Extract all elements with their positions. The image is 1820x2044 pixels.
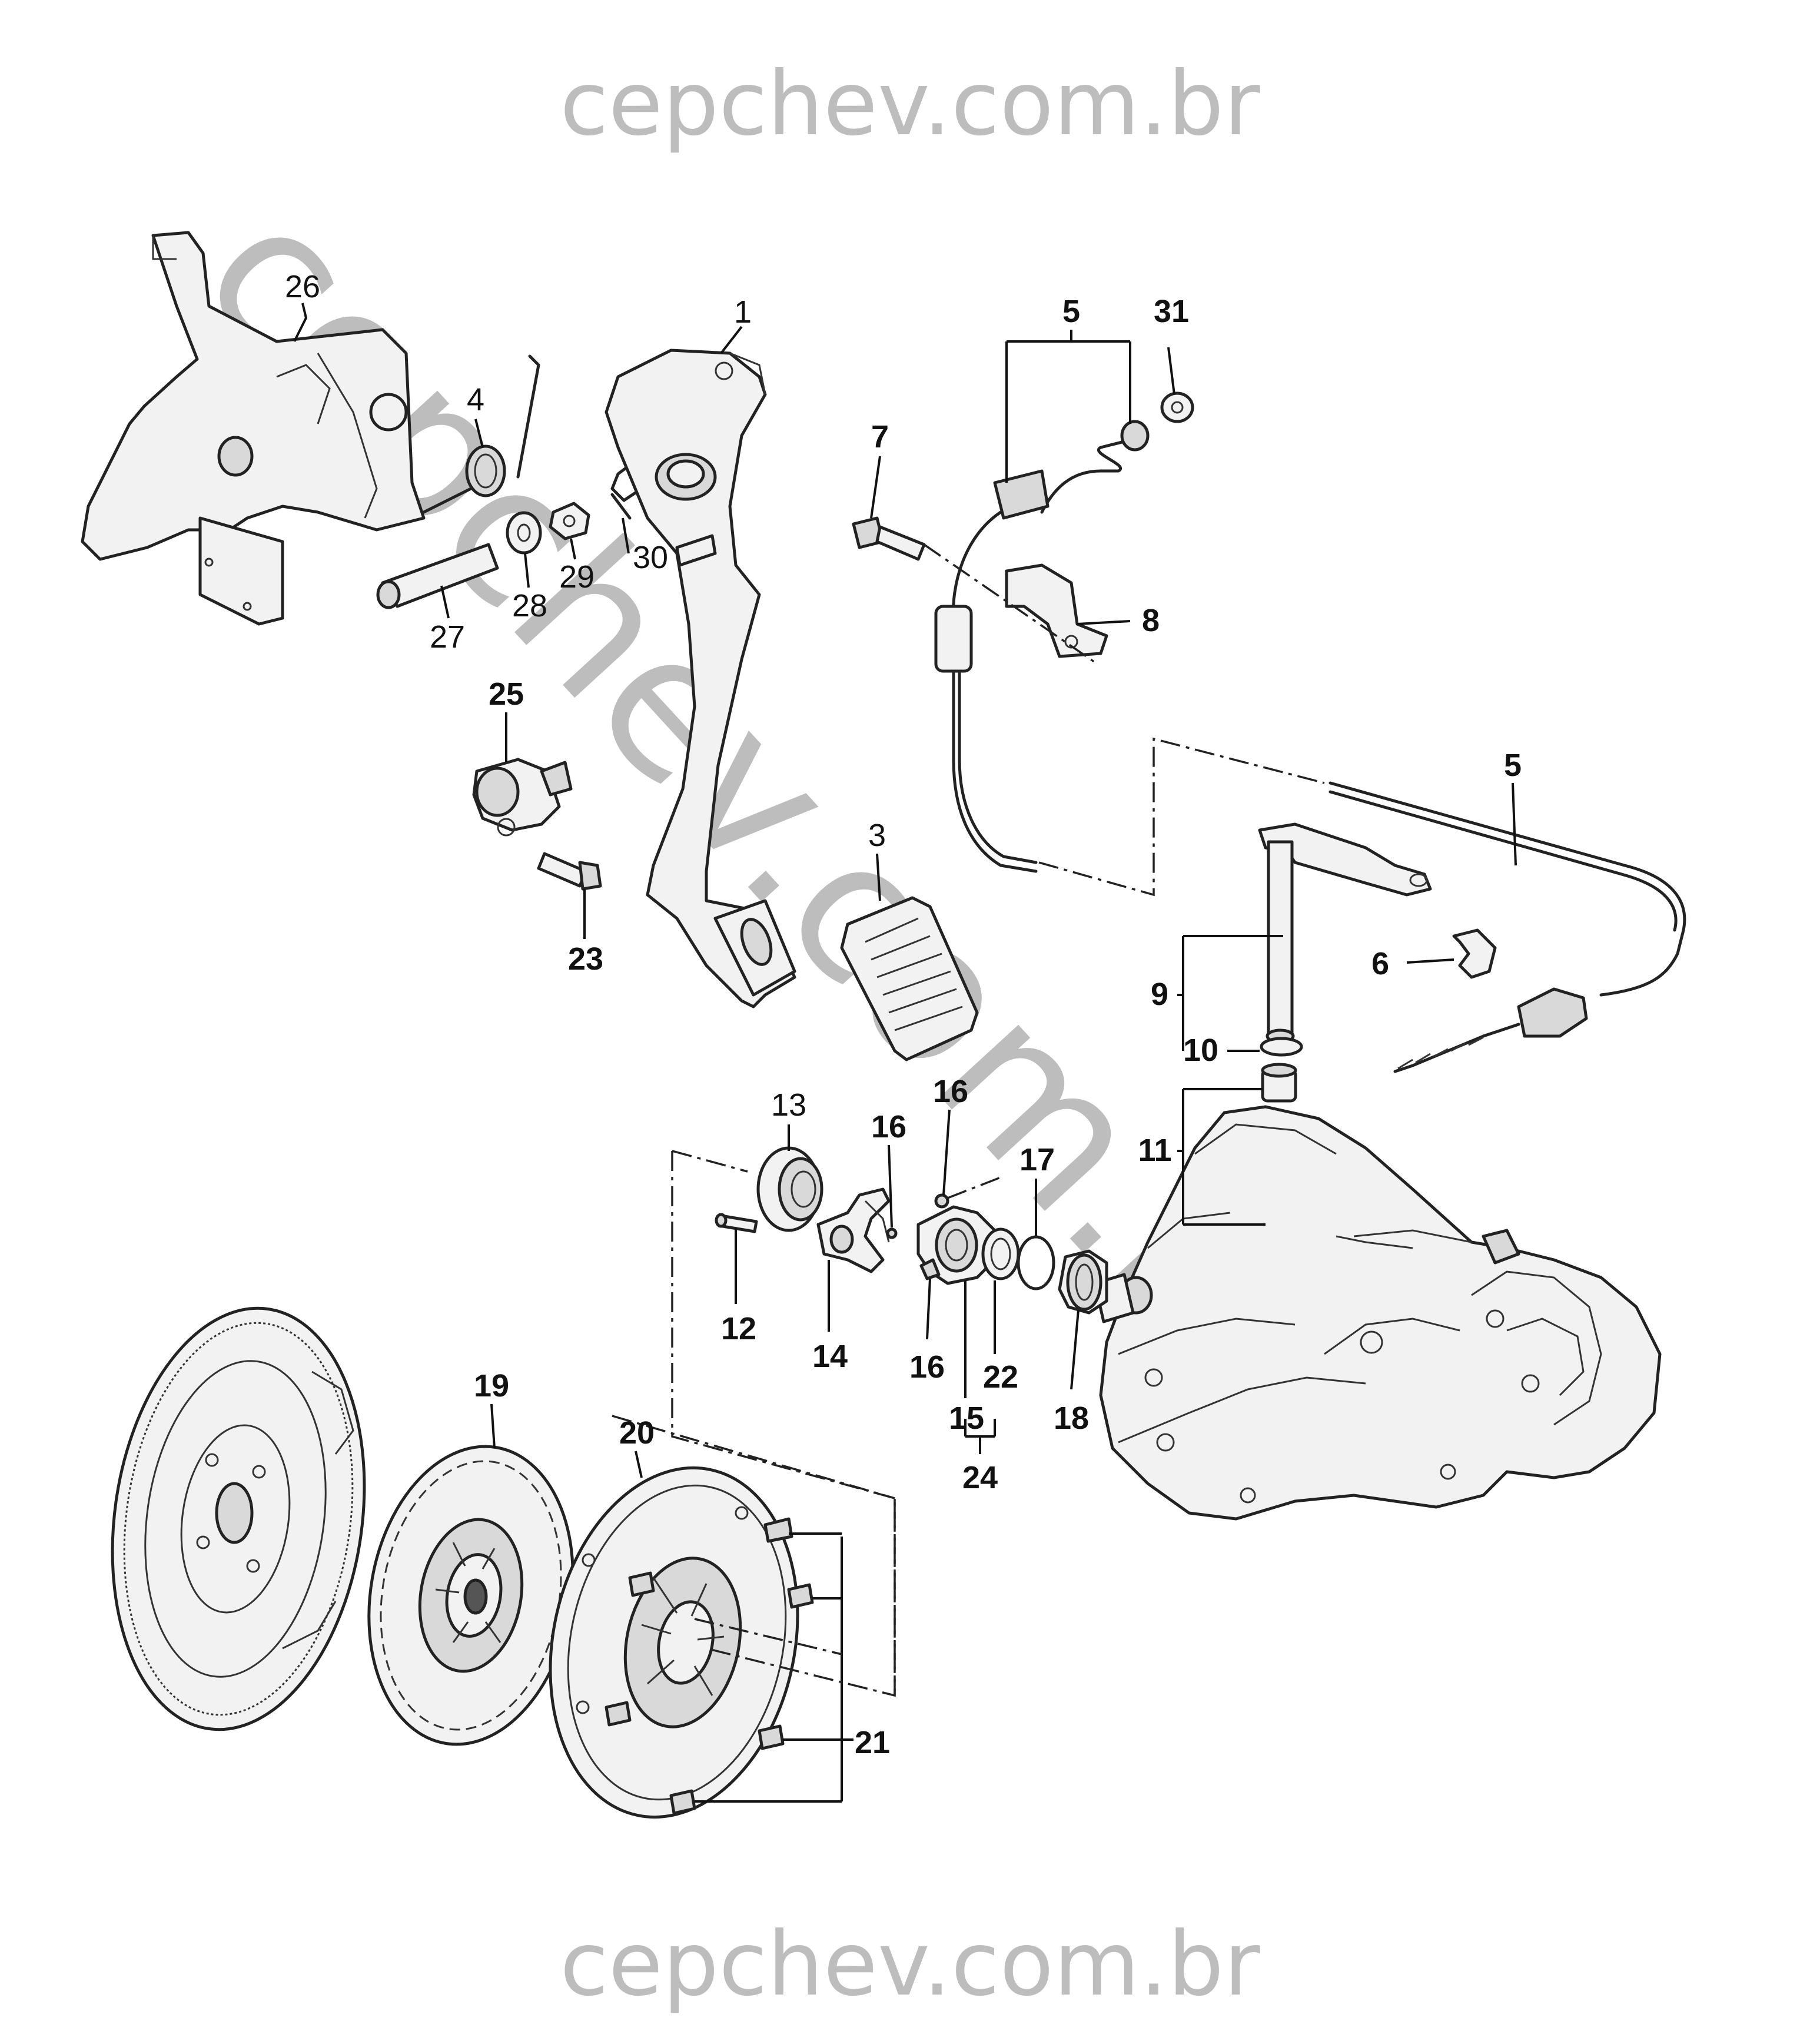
clutch-cable-lower-part-5 [1329, 781, 1686, 1073]
callout-22: 22 [983, 1359, 1018, 1395]
clutch-cable-upper-part-5 [934, 440, 1126, 873]
leader-lines [293, 303, 1517, 1803]
callout-17: 17 [1019, 1142, 1055, 1177]
callout-7: 7 [871, 419, 889, 454]
pedal-bracket-part-26 [81, 231, 426, 626]
transmission-housing [1093, 1105, 1662, 1521]
clutch-pedal-part-1 [605, 349, 796, 1008]
assembly-lines [612, 543, 1325, 1697]
callout-1: 1 [734, 294, 752, 330]
callout-23: 23 [568, 941, 603, 977]
return-spring-part-4 [422, 354, 540, 514]
callout-9: 9 [1151, 977, 1168, 1012]
callout-10: 10 [1183, 1033, 1218, 1068]
watermark-top: cepchev.com.br [560, 53, 1260, 155]
callout-5-top: 5 [1062, 294, 1080, 329]
callout-26: 26 [285, 269, 320, 304]
seal-part-10 [1260, 1037, 1303, 1057]
callout-4: 4 [467, 382, 484, 417]
bolts-part-21 [605, 1517, 814, 1815]
callout-15: 15 [949, 1401, 984, 1436]
watermark-bottom: cepchev.com.br [560, 1913, 1260, 2016]
clutch-disc-part-19 [367, 1445, 574, 1746]
pin-part-12 [715, 1213, 758, 1233]
o-ring-part-17 [1017, 1235, 1055, 1290]
callout-14: 14 [812, 1339, 848, 1374]
callout-12: 12 [721, 1311, 756, 1346]
seal-part-22 [981, 1227, 1020, 1280]
callout-19: 19 [474, 1368, 509, 1403]
retainer-part-16 [886, 1193, 949, 1280]
cable-bracket-part-8 [1005, 563, 1108, 658]
callout-27: 27 [430, 619, 465, 655]
flywheel [111, 1306, 366, 1731]
release-bearing-part-13 [756, 1146, 823, 1232]
callout-28: 28 [512, 588, 547, 623]
callout-3: 3 [868, 818, 886, 853]
pressure-plate-part-20 [549, 1466, 799, 1819]
callout-6: 6 [1371, 946, 1389, 981]
callout-24: 24 [962, 1460, 998, 1495]
clutch-switch-part-25 [472, 758, 573, 837]
pivot-pin-part-27 [376, 543, 499, 609]
callout-5-bottom: 5 [1504, 748, 1522, 783]
callout-21: 21 [855, 1725, 890, 1760]
pedal-pad-part-3 [840, 896, 979, 1061]
callout-13: 13 [771, 1087, 806, 1123]
washer-part-28 [506, 511, 542, 555]
callout-16-bottom: 16 [909, 1349, 945, 1385]
callout-16-top-right: 16 [933, 1074, 968, 1109]
callout-31: 31 [1154, 294, 1189, 329]
washer-part-31 [1160, 391, 1194, 423]
callout-labels: 26 1 4 30 29 28 27 25 23 3 5 31 7 8 5 6 … [285, 269, 1522, 1760]
release-fork-part-14 [816, 1187, 891, 1273]
clip-part-6 [1452, 928, 1497, 979]
callout-29: 29 [559, 559, 595, 595]
callout-11: 11 [1138, 1133, 1171, 1168]
bolt-part-23 [537, 852, 602, 891]
callout-30: 30 [633, 540, 668, 575]
nut-part-29 [549, 502, 590, 540]
bolt-part-7 [852, 516, 926, 561]
callout-25: 25 [489, 676, 524, 712]
callout-20: 20 [619, 1415, 655, 1451]
callout-16-top-left: 16 [871, 1109, 906, 1144]
grommet-part-5 [1120, 420, 1150, 452]
release-shaft-part-9 [1258, 822, 1432, 1044]
shaft-bearing-part-18 [1058, 1249, 1108, 1315]
callout-18: 18 [1054, 1401, 1089, 1436]
callout-8: 8 [1142, 603, 1160, 638]
